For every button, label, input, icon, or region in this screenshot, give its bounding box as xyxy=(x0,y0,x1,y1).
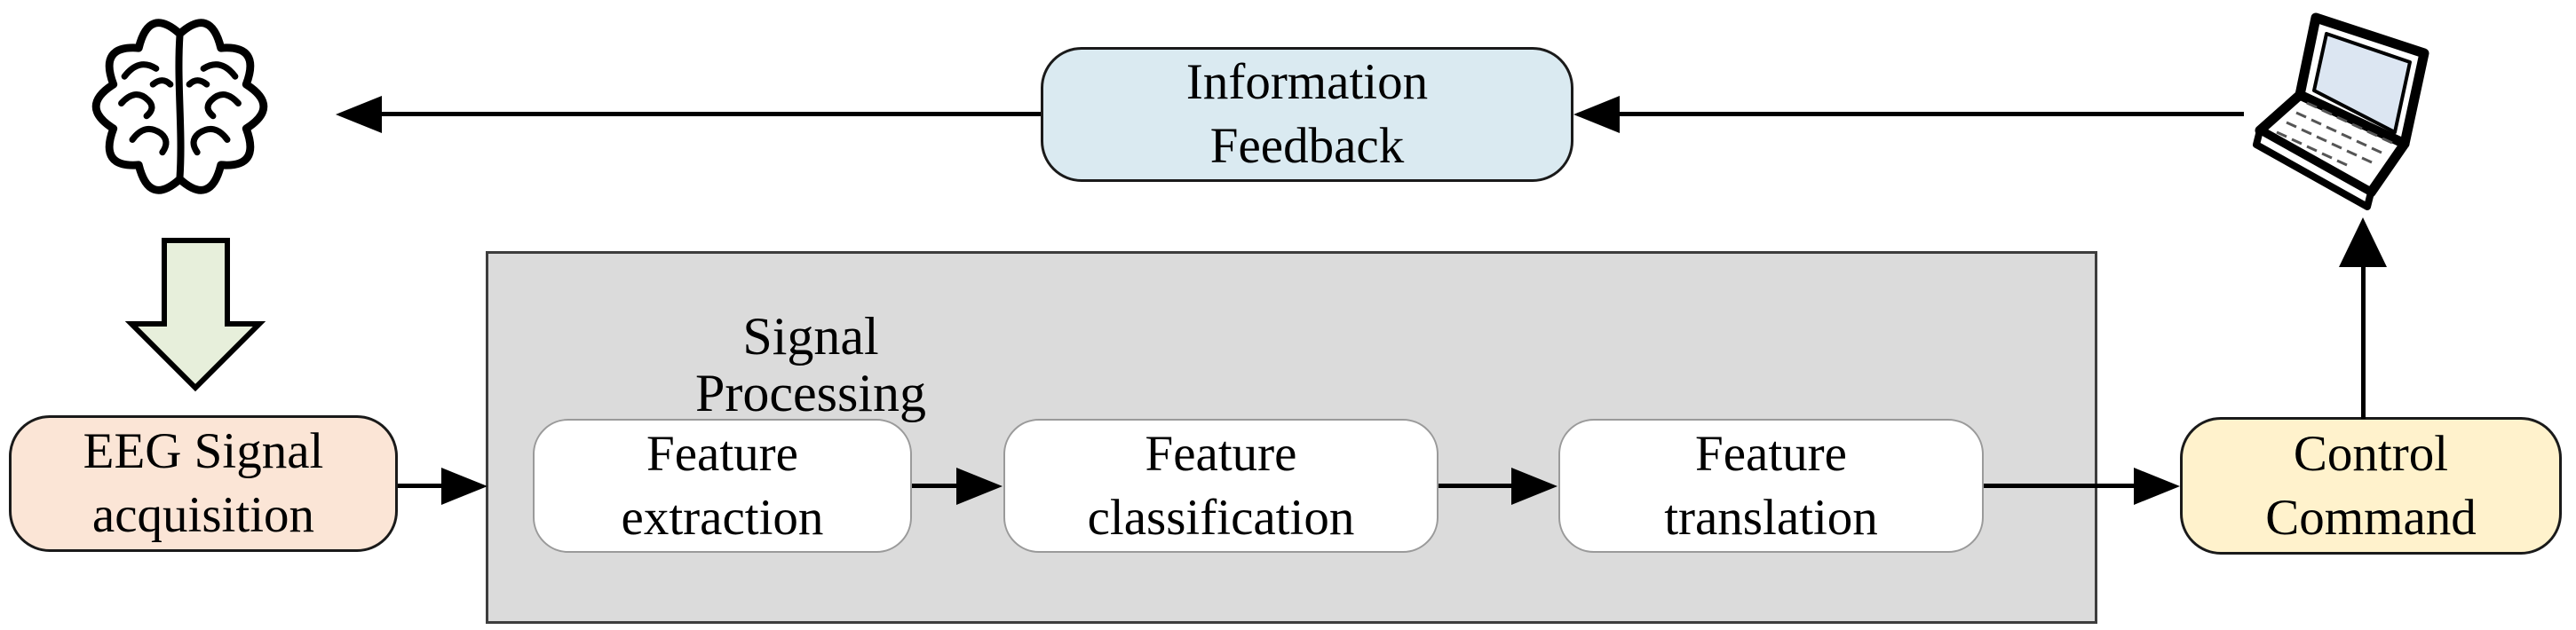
arrow-extraction-to-classification-head xyxy=(956,468,1003,505)
laptop-icon xyxy=(2253,12,2429,210)
feature-extraction-line1: Feature xyxy=(646,425,798,482)
arrow-laptop-to-feedback-head xyxy=(1573,96,1620,133)
feature-extraction-line2: extraction xyxy=(621,489,824,546)
control-command-box: Control Command xyxy=(2180,417,2562,555)
feature-classification-box: Feature classification xyxy=(1003,419,1439,553)
arrow-eeg-to-processing-head xyxy=(441,468,487,505)
feature-translation-line1: Feature xyxy=(1695,425,1847,482)
arrow-control-to-laptop-head xyxy=(2339,217,2387,267)
feature-translation-line2: translation xyxy=(1664,489,1878,546)
information-feedback-line2: Feedback xyxy=(1209,118,1405,174)
arrow-translation-to-control-head xyxy=(2134,468,2180,505)
control-command-line2: Command xyxy=(2265,489,2477,546)
arrow-control-to-laptop-line xyxy=(2361,264,2366,419)
eeg-line1: EEG Signal xyxy=(83,423,324,479)
arrow-extraction-to-classification-line xyxy=(912,484,961,488)
arrow-classification-to-translation-head xyxy=(1511,468,1557,505)
down-arrow-icon xyxy=(124,238,266,392)
information-feedback-box: Information Feedback xyxy=(1041,47,1573,182)
arrow-laptop-to-feedback-line xyxy=(1616,112,2244,116)
arrow-eeg-to-processing-line xyxy=(398,484,447,488)
eeg-signal-acquisition-box: EEG Signal acquisition xyxy=(9,415,398,552)
feature-translation-box: Feature translation xyxy=(1558,419,1984,553)
arrow-feedback-to-brain-line xyxy=(377,112,1041,116)
feature-extraction-box: Feature extraction xyxy=(533,419,912,553)
information-feedback-line1: Information xyxy=(1185,54,1429,110)
arrow-feedback-to-brain-head xyxy=(336,96,382,133)
eeg-line2: acquisition xyxy=(91,487,315,543)
feature-classification-line2: classification xyxy=(1087,489,1355,546)
arrow-classification-to-translation-line xyxy=(1439,484,1515,488)
brain-icon xyxy=(91,19,268,194)
feature-classification-line1: Feature xyxy=(1145,425,1297,482)
arrow-translation-to-control-line xyxy=(1984,484,2137,488)
signal-processing-label: Signal Processing xyxy=(695,307,926,422)
control-command-line1: Control xyxy=(2293,425,2449,482)
